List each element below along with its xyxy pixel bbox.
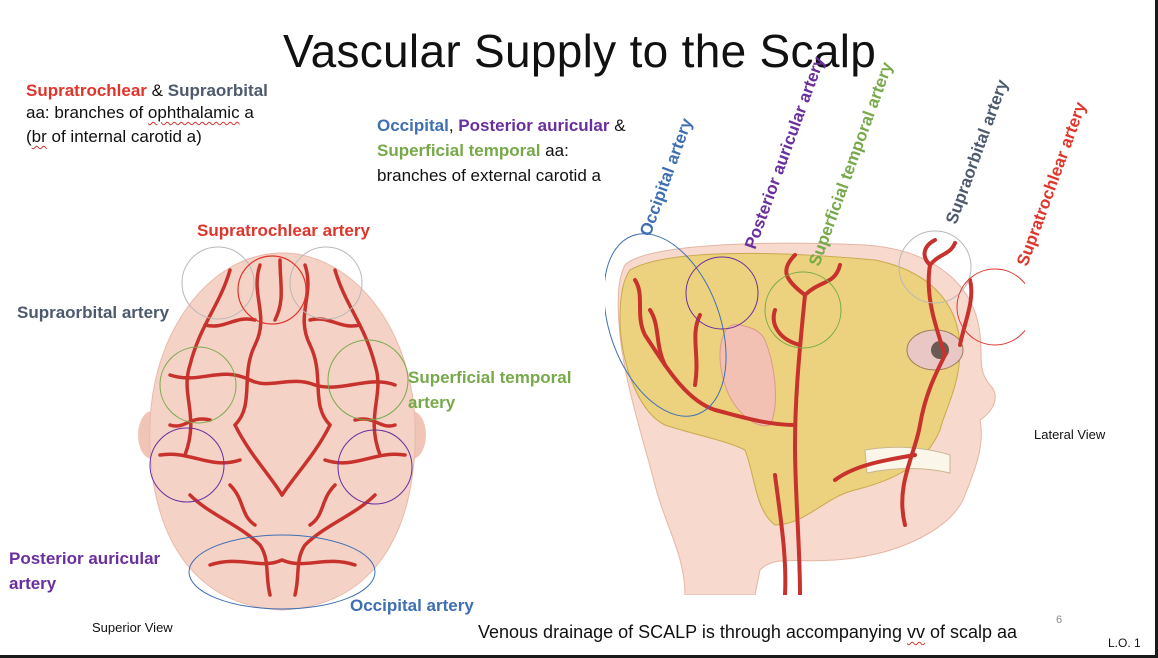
intro-occipital: Occipital (377, 116, 449, 135)
label-occipital-artery: Occipital artery (350, 596, 474, 615)
venous-a: Venous drainage of SCALP is through acco… (478, 622, 907, 642)
lateral-supraorbital-circle (898, 230, 972, 304)
lateral-occipital-ellipse (605, 233, 727, 417)
intro-amp2: & (614, 116, 626, 135)
intro-right-line1: Occipital, Posterior auricular & (377, 115, 626, 137)
lateral-superficial-temporal-circle (764, 271, 842, 349)
intro-left-line1: Supratrochlear & Supraorbital (26, 80, 268, 102)
lateral-posterior-auricular-circle (685, 256, 759, 330)
label-superficial-temporal-1: Superficial temporal (408, 368, 572, 387)
venous-drainage-note: Venous drainage of SCALP is through acco… (478, 621, 1017, 643)
intro-line2-b: ophthalamic (147, 103, 240, 122)
label-posterior-auricular-2: artery (9, 574, 57, 593)
intro-supratrochlear: Supratrochlear (26, 81, 147, 100)
venous-b: vv (906, 622, 925, 642)
superficial-temporal-circle-right (327, 339, 409, 421)
supraorbital-circle-right (289, 246, 363, 320)
intro-posterior-auricular: Posterior auricular (458, 116, 610, 135)
intro-amp: & (151, 81, 164, 100)
teeth-shape (864, 446, 951, 474)
lateral-arteries (633, 238, 974, 595)
venous-c: of scalp aa (924, 622, 1018, 642)
superior-view-illustration (138, 246, 426, 611)
intro-comma: , (448, 116, 454, 135)
rot-label-occipital: Occipital artery (636, 115, 697, 239)
lateral-supratrochlear-circle (956, 268, 1025, 346)
posterior-auricular-circle-left (149, 427, 225, 503)
scalp-shape (149, 252, 416, 611)
intro-line3-b: br (31, 127, 47, 146)
intro-line2-a: aa: branches of (26, 103, 148, 122)
label-supratrochlear-artery: Supratrochlear artery (197, 221, 370, 240)
caption-superior-view: Superior View (92, 620, 173, 635)
label-posterior-auricular-1: Posterior auricular (9, 549, 161, 568)
caption-lateral-view: Lateral View (1034, 427, 1106, 442)
intro-line3-c: of internal carotid a) (46, 127, 202, 146)
intro-right-line2: Superficial temporal aa: (377, 140, 569, 162)
supratrochlear-circle (237, 255, 307, 325)
learning-objective: L.O. 1 (1108, 636, 1141, 650)
label-supraorbital-artery: Supraorbital artery (17, 303, 170, 322)
intro-left-line3: (br of internal carotid a) (26, 126, 202, 148)
supraorbital-circle-left (181, 246, 255, 320)
intro-right-line3: branches of external carotid a (377, 166, 601, 185)
intro-line3-a: ( (26, 127, 32, 146)
rot-label-supraorbital: Supraorbital artery (942, 77, 1012, 227)
occipital-ellipse (188, 534, 376, 610)
intro-aa: aa: (545, 141, 569, 160)
intro-line2-c: a (239, 103, 254, 122)
intro-left-line2: aa: branches of ophthalamic a (26, 102, 254, 124)
rot-label-supratrochlear: Supratrochlear artery (1013, 99, 1090, 269)
rot-label-posterior-auricular: Posterior auricular artery (741, 54, 829, 252)
superficial-temporal-circle-left (159, 346, 237, 424)
posterior-auricular-circle-right (337, 429, 413, 505)
ear-shape (719, 324, 776, 427)
slide-number: 6 (1056, 614, 1063, 626)
label-superficial-temporal-2: artery (408, 393, 456, 412)
slide-title: Vascular Supply to the Scalp (283, 25, 877, 77)
lateral-view-illustration (605, 230, 1025, 595)
scalp-arteries (158, 258, 407, 597)
intro-supraorbital: Supraorbital (167, 81, 268, 100)
intro-superficial-temporal: Superficial temporal (377, 141, 541, 160)
